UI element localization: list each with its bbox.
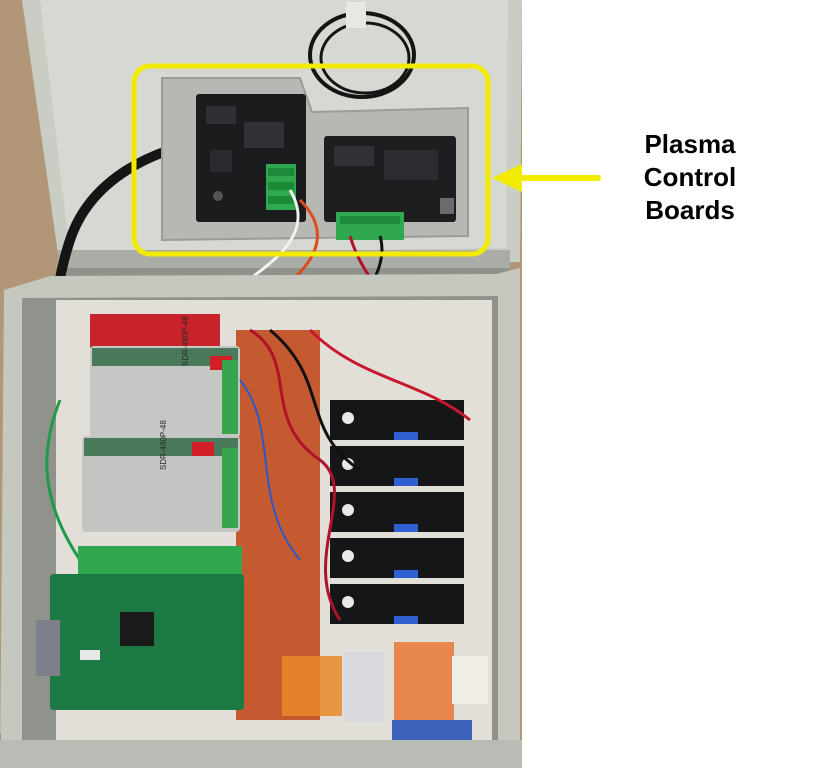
callout-line-1: Plasma	[644, 129, 736, 159]
psu-top-model-label: SDR-480P-48	[181, 316, 190, 366]
power-supply-top	[90, 346, 240, 438]
callout-line-3: Boards	[645, 195, 735, 225]
highlight-box	[131, 63, 491, 257]
terminal-row	[78, 546, 242, 576]
callout-label: Plasma Control Boards	[600, 128, 780, 227]
callout-line-2: Control	[643, 162, 737, 192]
stepper-drivers	[330, 400, 464, 624]
enclosure-photo: SDR-480P-48 SDR-480P-48	[0, 0, 522, 768]
contactor	[344, 652, 384, 722]
callout-arrow	[492, 164, 601, 192]
psu-bottom-model-label: SDR-480P-48	[159, 420, 168, 470]
power-supply-bottom	[82, 436, 240, 532]
